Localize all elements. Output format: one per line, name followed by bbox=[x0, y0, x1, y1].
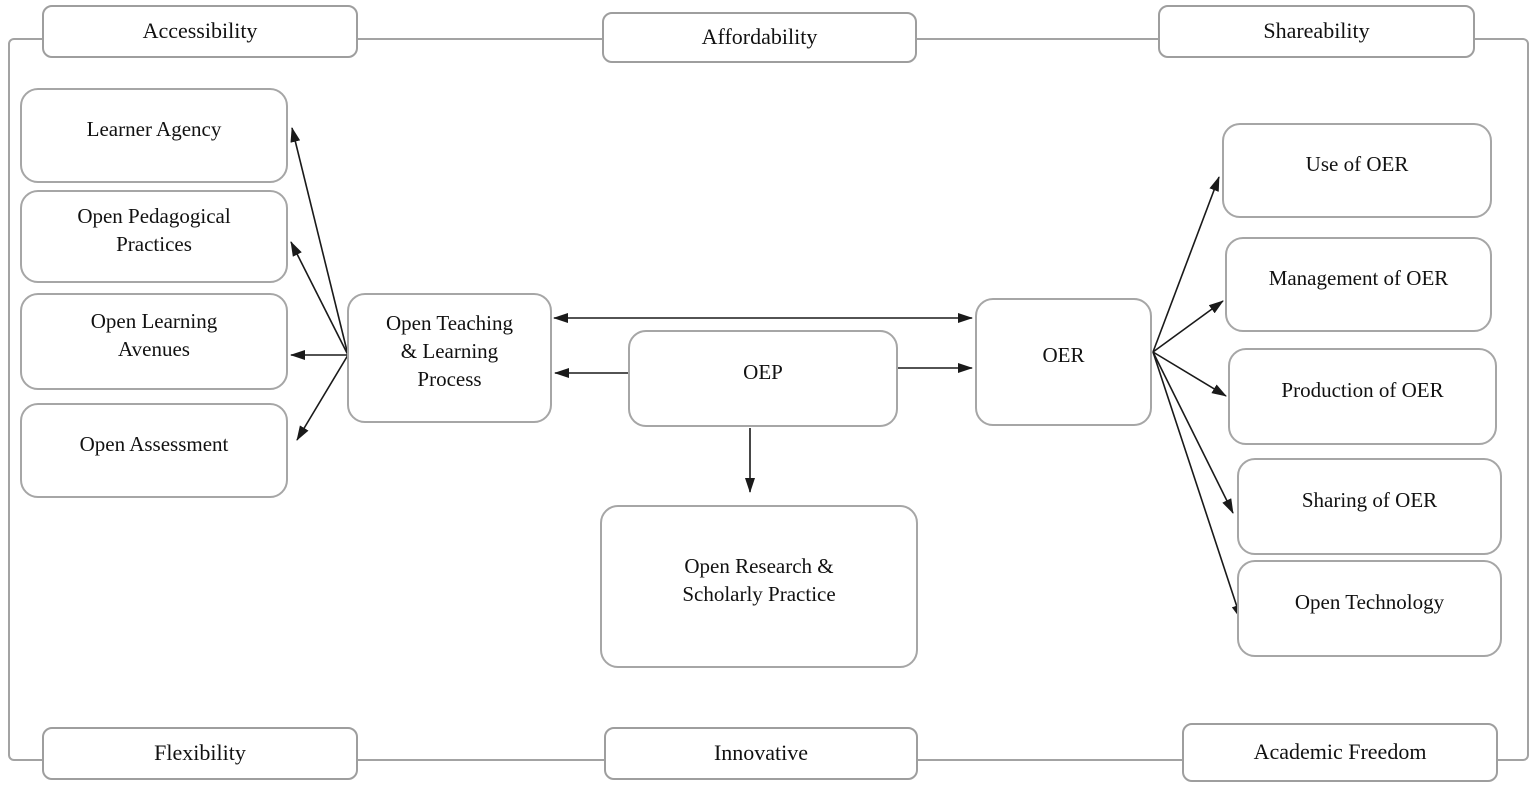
use-of-oer-label: Use of OER bbox=[1305, 151, 1409, 176]
oer-label: OER bbox=[1042, 343, 1085, 368]
band-shareability-label: Shareability bbox=[1263, 17, 1370, 43]
band-shareability-box: Shareability bbox=[1158, 5, 1475, 58]
open-technology-label: Open Technology bbox=[1294, 589, 1445, 614]
production-of-oer-label: Production of OER bbox=[1281, 377, 1444, 402]
band-affordability-box: Affordability bbox=[602, 12, 917, 63]
band-academic-freedom-label: Academic Freedom bbox=[1253, 738, 1427, 764]
band-innovative-label: Innovative bbox=[713, 739, 809, 765]
band-accessibility-box: Accessibility bbox=[42, 5, 358, 58]
learner-agency-label: Learner Agency bbox=[86, 116, 222, 141]
oep-label: OEP bbox=[743, 359, 783, 384]
open-learning-avenues-label: Open Learning Avenues bbox=[90, 308, 218, 361]
oer-box: OER bbox=[975, 298, 1152, 426]
sharing-of-oer-label: Sharing of OER bbox=[1301, 487, 1438, 512]
open-pedagogical-practices-label: Open Pedagogical Practices bbox=[77, 203, 231, 256]
open-pedagogical-practices-box: Open Pedagogical Practices bbox=[20, 190, 288, 283]
use-of-oer-box: Use of OER bbox=[1222, 123, 1492, 218]
open-assessment-box: Open Assessment bbox=[20, 403, 288, 498]
band-flexibility-box: Flexibility bbox=[42, 727, 358, 780]
production-of-oer-box: Production of OER bbox=[1228, 348, 1497, 445]
open-technology-box: Open Technology bbox=[1237, 560, 1502, 657]
learner-agency-box: Learner Agency bbox=[20, 88, 288, 183]
open-research-scholarly-practice-box: Open Research & Scholarly Practice bbox=[600, 505, 918, 668]
open-assessment-label: Open Assessment bbox=[79, 431, 229, 456]
open-teaching-learning-process-box: Open Teaching & Learning Process bbox=[347, 293, 552, 423]
open-research-scholarly-practice-label: Open Research & Scholarly Practice bbox=[682, 553, 836, 606]
band-accessibility-label: Accessibility bbox=[142, 17, 258, 43]
management-of-oer-box: Management of OER bbox=[1225, 237, 1492, 332]
management-of-oer-label: Management of OER bbox=[1268, 265, 1449, 290]
oep-box: OEP bbox=[628, 330, 898, 427]
band-affordability-label: Affordability bbox=[701, 23, 818, 49]
band-academic-freedom-box: Academic Freedom bbox=[1182, 723, 1498, 782]
sharing-of-oer-box: Sharing of OER bbox=[1237, 458, 1502, 555]
band-innovative-box: Innovative bbox=[604, 727, 918, 780]
open-learning-avenues-box: Open Learning Avenues bbox=[20, 293, 288, 390]
open-teaching-learning-process-label: Open Teaching & Learning Process bbox=[385, 311, 513, 391]
band-flexibility-label: Flexibility bbox=[154, 739, 246, 765]
